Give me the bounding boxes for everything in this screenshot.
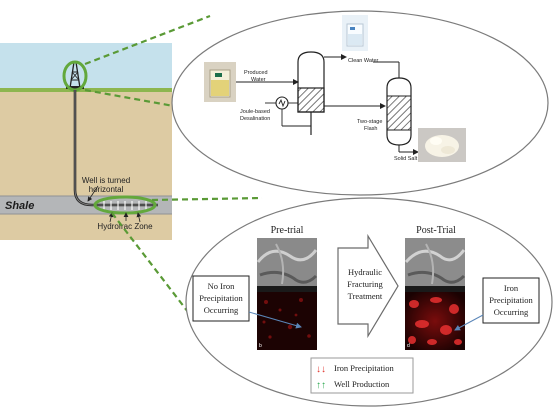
pre-trial-sem-image [256,238,318,292]
ground [0,90,172,240]
produced-water-beaker-photo [204,62,236,102]
produced-water-label-2: Water [251,77,266,83]
pre-trial-fluorescence-image: b [257,292,317,350]
heater-icon [265,96,311,127]
pre-trial-title: Pre-trial [271,225,304,236]
arrow-label-2: Fracturing [347,279,383,289]
shale-label: Shale [5,200,34,212]
well-turned-label-1: Well is turned [82,176,130,185]
well-turned-label-2: horizontal [89,185,124,194]
joule-label-1: Joule-based [240,109,270,115]
flash-label-2: Flash [364,126,377,132]
no-iron-label-2: Precipitation [199,293,243,303]
svg-text:b: b [259,343,262,349]
hydrofrac-zone-label: Hydrofrac Zone [97,222,153,231]
legend-well-label: Well Production [334,379,390,389]
arrow-label-1: Hydraulic [348,267,382,277]
clean-water-beaker-photo [342,15,368,51]
iron-label-3: Occurring [494,307,529,317]
two-stage-flash-vessel [386,77,419,155]
post-trial-fluorescence-image: d [405,292,465,350]
wellsite-panel: Well is turned horizontal Shale Hydrofra… [0,43,172,240]
up-arrows-icon: ↑↑ [316,380,326,391]
arrow-label-3: Treatment [348,291,383,301]
desalination-vessel [297,51,325,135]
solid-salt-label: Solid Salt [394,156,418,162]
down-arrows-icon: ↓↓ [316,364,326,375]
iron-callout: Iron Precipitation Occurring [482,277,540,324]
iron-label-2: Precipitation [489,295,533,305]
fracture-cluster-icon [103,201,147,210]
svg-text:d: d [407,343,410,349]
outcome-legend: ↓↓ Iron Precipitation ↑↑ Well Production [310,357,414,394]
no-iron-callout: No Iron Precipitation Occurring [192,275,250,322]
no-iron-label-3: Occurring [204,305,239,315]
legend-iron-label: Iron Precipitation [334,363,394,373]
no-iron-label-1: No Iron [208,281,235,291]
desalination-process: Clean Water Produced Water Joule-based D… [204,15,466,162]
produced-water-label-1: Produced [244,70,268,76]
hydraulic-fracturing-arrow [337,233,399,339]
iron-label-1: Iron [504,283,519,293]
post-trial-title: Post-Trial [416,225,456,236]
solid-salt-photo [418,128,466,162]
joule-label-2: Desalination [240,116,270,122]
post-trial-sem-image [404,238,466,292]
flash-label-1: Two-stage [357,119,382,125]
clean-water-label: Clean Water [348,58,379,64]
sky [0,43,172,93]
trial-comparison: Pre-trial Post-Trial b Hydraulic Fractur… [192,225,540,394]
